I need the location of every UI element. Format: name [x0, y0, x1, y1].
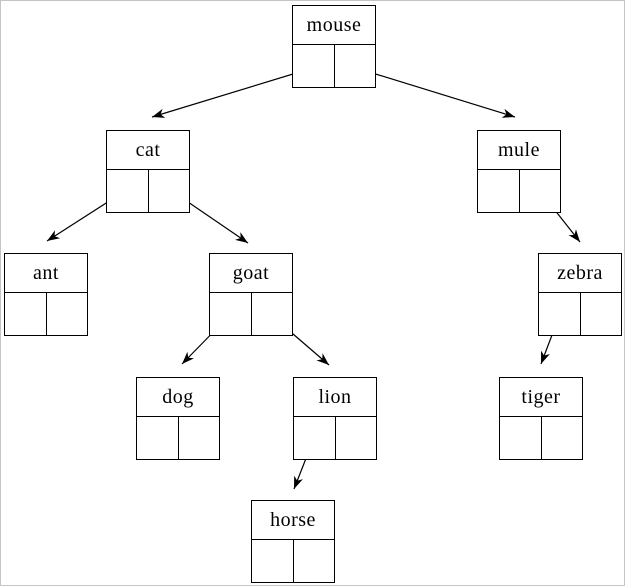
- tree-node-mouse: mouse: [292, 5, 376, 88]
- right-pointer-cell: [520, 170, 561, 212]
- left-pointer-cell: [500, 417, 542, 459]
- node-pointer-cells: [293, 45, 375, 87]
- left-pointer-cell: [252, 540, 294, 582]
- left-pointer-cell: [210, 293, 252, 335]
- right-pointer-cell: [336, 417, 377, 459]
- right-pointer-cell: [542, 417, 583, 459]
- tree-node-goat: goat: [209, 253, 293, 336]
- tree-node-zebra: zebra: [538, 253, 622, 336]
- right-pointer-cell: [179, 417, 220, 459]
- tree-node-cat: cat: [106, 130, 190, 213]
- node-label: zebra: [539, 254, 621, 293]
- node-pointer-cells: [5, 293, 87, 335]
- right-pointer-cell: [581, 293, 622, 335]
- tree-node-lion: lion: [293, 377, 377, 460]
- left-pointer-cell: [293, 45, 335, 87]
- tree-node-mule: mule: [477, 130, 561, 213]
- right-pointer-cell: [149, 170, 190, 212]
- left-pointer-cell: [478, 170, 520, 212]
- right-pointer-cell: [335, 45, 376, 87]
- node-label: ant: [5, 254, 87, 293]
- right-pointer-cell: [294, 540, 335, 582]
- node-pointer-cells: [539, 293, 621, 335]
- left-pointer-cell: [5, 293, 47, 335]
- right-pointer-cell: [252, 293, 293, 335]
- left-pointer-cell: [539, 293, 581, 335]
- node-label: cat: [107, 131, 189, 170]
- tree-node-horse: horse: [251, 500, 335, 583]
- node-label: mule: [478, 131, 560, 170]
- node-label: dog: [137, 378, 219, 417]
- tree-node-dog: dog: [136, 377, 220, 460]
- tree-node-tiger: tiger: [499, 377, 583, 460]
- node-pointer-cells: [137, 417, 219, 459]
- left-pointer-cell: [137, 417, 179, 459]
- node-pointer-cells: [252, 540, 334, 582]
- node-label: goat: [210, 254, 292, 293]
- node-pointer-cells: [107, 170, 189, 212]
- node-label: tiger: [500, 378, 582, 417]
- node-pointer-cells: [500, 417, 582, 459]
- node-label: lion: [294, 378, 376, 417]
- node-pointer-cells: [294, 417, 376, 459]
- node-pointer-cells: [478, 170, 560, 212]
- node-pointer-cells: [210, 293, 292, 335]
- left-pointer-cell: [294, 417, 336, 459]
- edge-mouse-mule: [352, 66, 516, 118]
- right-pointer-cell: [47, 293, 88, 335]
- node-label: horse: [252, 501, 334, 540]
- tree-node-ant: ant: [4, 253, 88, 336]
- left-pointer-cell: [107, 170, 149, 212]
- node-label: mouse: [293, 6, 375, 45]
